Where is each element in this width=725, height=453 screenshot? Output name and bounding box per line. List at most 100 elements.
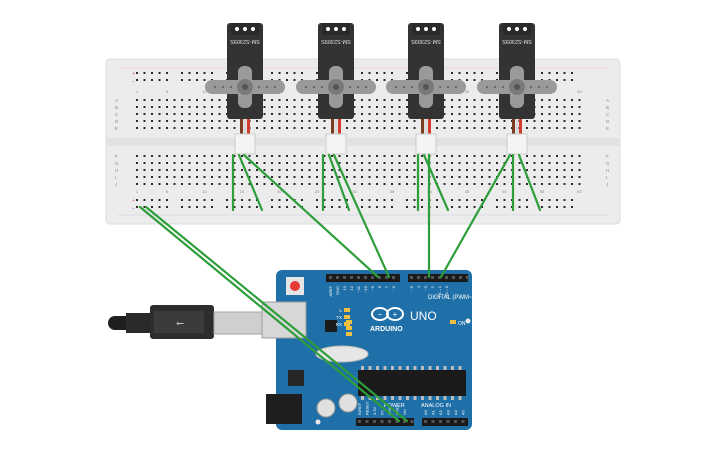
servo-motor[interactable]: SM-S2309S: [296, 23, 376, 155]
power-header[interactable]: [356, 418, 414, 426]
wires: [138, 153, 542, 423]
servo-connector: [415, 133, 437, 155]
servo-motor[interactable]: SM-S2309S: [477, 23, 557, 155]
power-pin-label: 3.3V: [372, 406, 377, 415]
on-label: ON: [458, 321, 466, 327]
servo-connector: [234, 133, 256, 155]
atmega-chip: [358, 370, 466, 396]
analog-header[interactable]: [422, 418, 468, 426]
servo-motor[interactable]: SM-S2309S: [205, 23, 285, 155]
rail-marker: −: [132, 206, 135, 212]
row-letter: H: [115, 168, 118, 173]
row-letter: F: [606, 154, 609, 159]
power-pin-label: 5V: [380, 410, 385, 415]
led-label: RX: [336, 322, 342, 327]
digital-label: DIGITAL (PWM~): [428, 295, 475, 301]
analog-pin-label: A3: [446, 409, 451, 415]
column-number: 10: [202, 189, 207, 194]
brand-label: ARDUINO: [370, 326, 403, 333]
rail-marker: +: [132, 71, 135, 77]
servo-connector: [325, 133, 347, 155]
digital-pin-label: ~11: [356, 285, 361, 292]
servo-motor[interactable]: SM-S2309S: [386, 23, 466, 155]
row-letter: D: [115, 119, 119, 124]
usb-cable: ⭠: [108, 305, 263, 339]
column-number: 1: [136, 89, 139, 94]
analog-pin-label: A1: [431, 409, 436, 415]
servo-group: SM-S2309S SM-S2309S SM-S2309S SM-S2309S: [205, 23, 557, 155]
jumper-wire[interactable]: [242, 153, 380, 279]
status-led: [344, 322, 350, 326]
analog-pin-label: A4: [453, 409, 458, 415]
row-letter: D: [606, 119, 610, 124]
row-letter: A: [606, 98, 609, 103]
row-letter: E: [115, 126, 118, 131]
row-letter: E: [606, 126, 609, 131]
digital-pin-label: ~6: [391, 285, 396, 290]
digital-pin-label: RX←0: [444, 285, 449, 298]
column-number: 45: [465, 189, 470, 194]
row-letter: C: [115, 112, 119, 117]
servo-model-label: SM-S2309S: [411, 38, 441, 44]
column-number: 45: [465, 89, 470, 94]
power-pin-label: RESET: [365, 401, 370, 415]
analog-pin-label: A5: [461, 409, 466, 415]
jumper-wire[interactable]: [144, 205, 409, 423]
row-letter: J: [606, 182, 608, 187]
column-number: 1: [136, 189, 139, 194]
led-label: TX: [336, 315, 342, 320]
usb-icon: ⭠: [176, 318, 184, 329]
servo-connector: [506, 133, 528, 155]
row-letter: C: [606, 112, 610, 117]
row-letter: G: [115, 161, 119, 166]
column-number: 60: [577, 189, 582, 194]
row-letter: B: [115, 105, 118, 110]
servo-model-label: SM-S2309S: [230, 38, 260, 44]
column-number: 35: [390, 189, 395, 194]
digital-pin-label: ~5: [409, 285, 414, 290]
digital-pin-label: TX→1: [437, 285, 442, 297]
power-label: POWER: [384, 403, 405, 409]
reset-button-cap[interactable]: [290, 281, 300, 291]
column-number: 10: [202, 89, 207, 94]
rail-marker: −: [132, 79, 135, 85]
status-led: [344, 308, 350, 312]
arduino-logo: − +: [371, 307, 404, 321]
digital-pin-label: 8: [377, 285, 382, 288]
jumper-wire[interactable]: [327, 153, 351, 212]
svg-text:+: +: [393, 310, 398, 319]
jumper-wire[interactable]: [517, 153, 542, 212]
power-pin-label: GND: [395, 406, 400, 415]
row-letter: F: [115, 154, 118, 159]
jumper-wire[interactable]: [332, 153, 391, 279]
jumper-wire[interactable]: [237, 153, 264, 212]
jumper-wire[interactable]: [138, 205, 401, 423]
power-jack: [266, 394, 302, 424]
column-number: 15: [240, 189, 245, 194]
digital-pin-label: 12: [349, 285, 354, 290]
digital-pin-label: 13: [342, 285, 347, 290]
servo-model-label: SM-S2309S: [502, 38, 532, 44]
jumper-wire[interactable]: [439, 153, 512, 279]
model-label: UNO: [410, 309, 437, 323]
row-letter: A: [115, 98, 118, 103]
row-letter: I: [115, 175, 116, 180]
analog-pin-label: A0: [423, 409, 428, 415]
analog-label: ANALOG IN: [421, 403, 451, 409]
analog-pin-label: A2: [438, 409, 443, 415]
digital-pin-label: ~3: [423, 285, 428, 290]
column-number: 30: [352, 189, 357, 194]
power-pin-label: Vin: [402, 409, 407, 415]
row-letter: G: [606, 161, 610, 166]
digital-header-left[interactable]: [326, 274, 400, 282]
column-number: 60: [577, 89, 582, 94]
column-number: 20: [277, 189, 282, 194]
digital-pin-label: ~9: [370, 285, 375, 290]
row-letter: H: [606, 168, 609, 173]
column-number: 55: [540, 189, 545, 194]
row-letter: B: [606, 105, 609, 110]
led-label: L: [339, 308, 342, 313]
digital-pin-label: 4: [416, 285, 421, 288]
